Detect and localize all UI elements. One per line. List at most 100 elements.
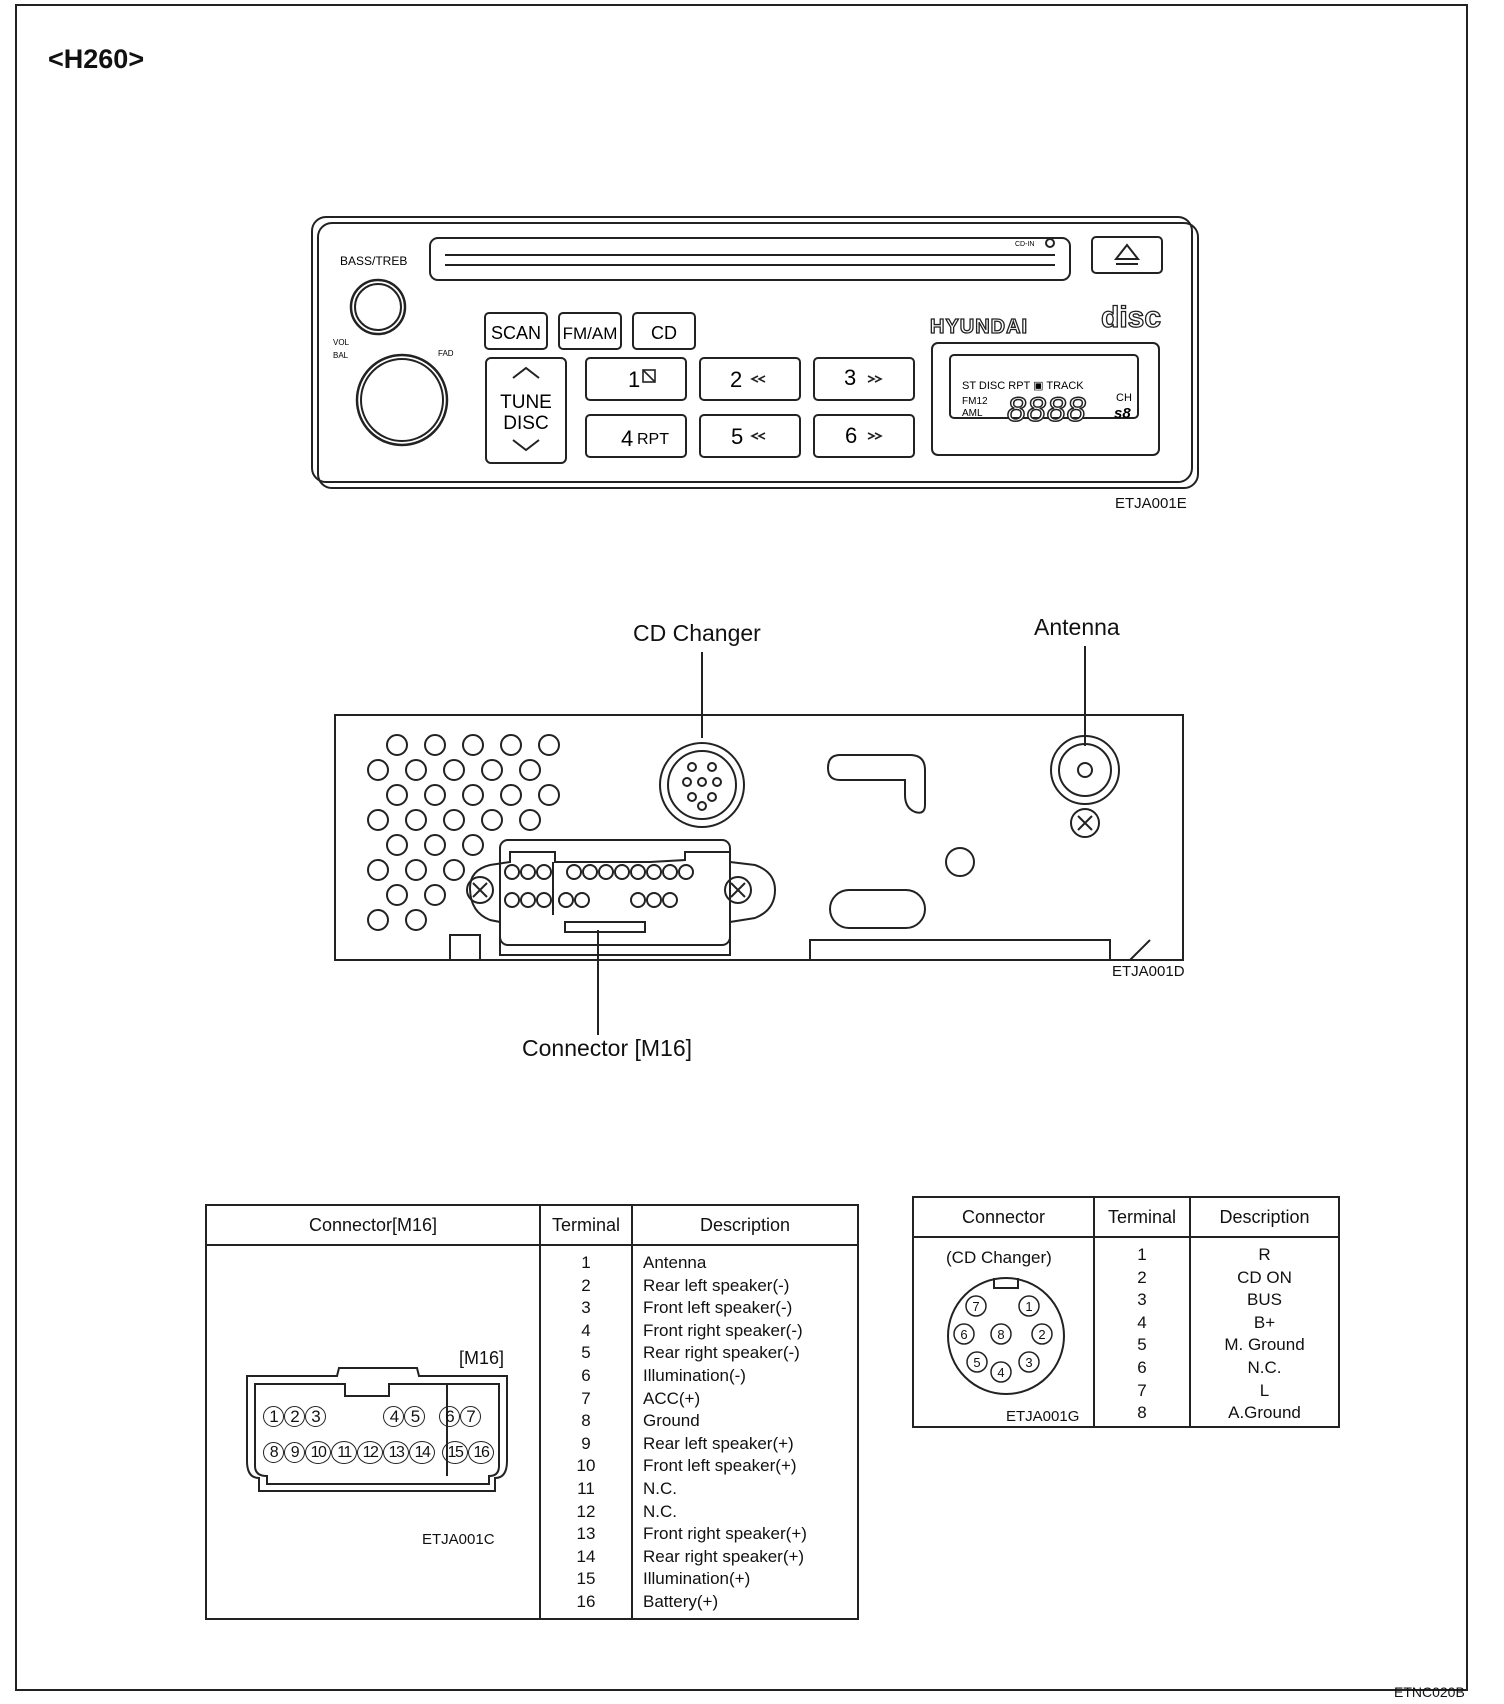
cd-slot (429, 237, 1071, 281)
tune-disc-rocker (485, 357, 567, 464)
disc-logo: disc (1101, 301, 1161, 334)
cd-terminal: 7 (1137, 1380, 1147, 1400)
m16-terminal: 1 (581, 1253, 591, 1272)
rpt-label: RPT (637, 431, 669, 448)
next-track-icon (867, 432, 876, 440)
svg-text:3: 3 (1025, 1355, 1032, 1370)
m16-connector-shell (499, 839, 731, 946)
m16-header-terminal: Terminal (539, 1204, 633, 1246)
m16-description: Front left speaker(-) (643, 1298, 793, 1318)
preset-3-label: 3 (844, 365, 856, 390)
cd-header-description: Description (1189, 1196, 1340, 1238)
cd-terminal: 8 (1137, 1403, 1147, 1423)
cd-description: BUS (1247, 1290, 1282, 1310)
cd-changer-socket (659, 742, 745, 828)
preset-6-label: 6 (845, 423, 857, 448)
cd-connector-label: (CD Changer) (946, 1248, 1052, 1267)
m16-description: Antenna (643, 1253, 707, 1272)
fm12-label: FM12 (962, 396, 988, 407)
page-title: <H260> (48, 44, 145, 74)
svg-text:4: 4 (997, 1365, 1004, 1380)
preset-3-button (813, 357, 915, 401)
cd-description: CD ON (1237, 1267, 1292, 1287)
display-indicators: ST DISC RPT ▣ TRACK (962, 380, 1084, 392)
m16-description: Front right speaker(+) (643, 1524, 807, 1544)
cd-header-connector: Connector (912, 1196, 1095, 1238)
tune-label: TUNE (500, 392, 552, 413)
antenna-screw (1070, 808, 1100, 838)
m16-terminal: 16 (576, 1591, 596, 1611)
display-bezel (931, 342, 1160, 456)
fad-label: FAD (438, 349, 454, 358)
m16-terminal: 6 (581, 1365, 591, 1385)
m16-description: Rear left speaker(+) (643, 1433, 794, 1453)
svg-text:2: 2 (1038, 1327, 1045, 1342)
rewind-icon (750, 375, 759, 383)
fm-am-button (558, 312, 622, 350)
mounting-slot-upper (826, 754, 926, 814)
m16-connector-tag: [M16] (459, 1348, 505, 1368)
eject-button (1091, 236, 1163, 274)
m16-description: Front right speaker(-) (643, 1320, 803, 1340)
preset-4-button (585, 414, 687, 458)
cd-description: R (1258, 1245, 1271, 1264)
m16-terminal: 5 (581, 1343, 591, 1363)
cd-terminal: 1 (1137, 1245, 1147, 1264)
head-unit-code: ETJA001E (1115, 495, 1187, 512)
m16-figure-code: ETJA001C (422, 1531, 495, 1548)
connector-screw-right (724, 876, 752, 904)
m16-terminal: 9 (581, 1433, 591, 1453)
m16-description: Illumination(+) (643, 1569, 751, 1589)
cd-figure-code: ETJA001G (1006, 1408, 1080, 1425)
m16-description: Battery(+) (643, 1591, 719, 1611)
m16-terminal: 13 (576, 1524, 596, 1544)
vol-label: VOL (333, 338, 350, 347)
preset-2-label: 2 (730, 367, 742, 392)
m16-terminal-column: 1 2 3 4 5 6 7 8 9 10 11 12 13 14 15 16 (539, 1245, 633, 1620)
svg-text:1: 1 (1025, 1299, 1032, 1314)
m16-terminal: 14 (576, 1546, 596, 1566)
cd-terminal: 2 (1137, 1267, 1147, 1287)
m16-header-connector: Connector[M16] (205, 1204, 541, 1246)
bal-label: BAL (333, 351, 349, 360)
m16-terminal: 7 (581, 1388, 591, 1408)
preset-1-button (585, 357, 687, 401)
m16-terminal: 10 (576, 1456, 596, 1476)
brand-logo: HYUNDAI (930, 316, 1028, 338)
rear-panel-code: ETJA001D (1112, 963, 1185, 980)
antenna-label: Antenna (1034, 614, 1120, 640)
m16-description-column: Antenna Rear left speaker(-) Front left … (631, 1245, 859, 1620)
head-unit-outer-frame (317, 222, 1199, 489)
cd-header-terminal: Terminal (1093, 1196, 1191, 1238)
m16-description: Rear right speaker(+) (643, 1546, 805, 1566)
cd-description: L (1259, 1380, 1270, 1400)
m16-description: Ground (643, 1411, 700, 1431)
bass-treb-knob (349, 278, 407, 336)
cd-terminal: 3 (1137, 1290, 1147, 1310)
connector-m16-label: Connector [M16] (522, 1035, 693, 1061)
cd-socket-pins (682, 762, 722, 811)
m16-terminal: 15 (576, 1569, 596, 1589)
m16-description: ACC(+) (643, 1388, 701, 1408)
m16-terminal: 4 (581, 1320, 591, 1340)
display-screen (949, 354, 1139, 419)
connector-screw-left (466, 876, 494, 904)
cd-description: B+ (1253, 1312, 1276, 1332)
fast-forward-icon (867, 375, 876, 383)
preset-4-label: 4 (621, 426, 633, 451)
m16-terminal: 11 (577, 1478, 595, 1498)
head-unit-frame (311, 216, 1193, 483)
m16-terminal: 2 (581, 1275, 591, 1295)
disc-label: DISC (503, 413, 548, 434)
cd-connector-cell: (CD Changer) 7 1 6 8 2 5 4 3 ETJA001G (912, 1237, 1095, 1428)
eject-icon (1113, 243, 1141, 265)
cd-terminal-column: 1 2 3 4 5 6 7 8 (1093, 1237, 1191, 1428)
mounting-hole (945, 847, 975, 877)
prev-track-icon (750, 432, 759, 440)
display-small-digits: s8 (1114, 405, 1131, 422)
mounting-slot-lower (829, 889, 926, 929)
volume-knob (355, 353, 449, 447)
cd-label: CD (651, 323, 677, 343)
